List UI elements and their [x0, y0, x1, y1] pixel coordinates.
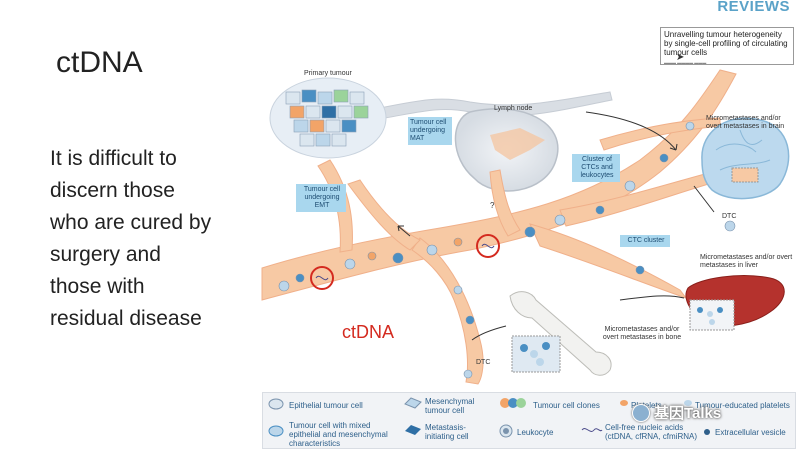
bone-metastasis-label: Micrometastases and/or overt metastases … [602, 326, 682, 341]
tumour-clones-icon [500, 398, 526, 408]
bullet-line: those with [50, 275, 145, 298]
legend-epithelial: Epithelial tumour cell [289, 401, 363, 410]
vesicle-icon [704, 429, 710, 435]
watermark: 基因Talks [632, 402, 721, 423]
legend-metastasis-initiating: Metastasis-initiating cell [425, 423, 469, 441]
epithelial-cell-icon [268, 398, 284, 410]
mat-label: Tumour cell undergoing MAT [410, 119, 447, 142]
legend-mixed: Tumour cell with mixed epithelial and me… [289, 421, 388, 448]
legend-mesenchymal: Mesenchymal tumour cell [425, 397, 475, 415]
brain-metastasis-label: Micrometastases and/or overt metastases … [706, 115, 785, 130]
callout-boxes [296, 117, 670, 247]
legend-leukocyte: Leukocyte [517, 428, 554, 437]
primary-tumour [269, 77, 387, 159]
ctdna-circle [310, 266, 334, 290]
primary-tumour-label: Primary tumour [304, 70, 353, 77]
bullet-line: It is difficult to [50, 147, 177, 170]
paper-title: Unravelling tumour heterogeneity by sing… [664, 30, 788, 57]
bullet-line: discern those [50, 179, 175, 202]
metastasis-initiating-icon [405, 425, 421, 435]
flow-arrows [397, 111, 715, 341]
ctc-cluster-label: CTC cluster [627, 237, 665, 244]
lymph-node-label: Lymph node [494, 105, 532, 112]
bullet-line: who are cured by [50, 211, 212, 234]
bone-organ [509, 291, 612, 376]
brain-organ [701, 117, 790, 200]
dtc-label: DTC [476, 359, 490, 366]
legend-clones: Tumour cell clones [533, 401, 600, 410]
paper-authors-scribble: ▬▬▬ ▬▬▬▬ ▬▬▬ [664, 60, 707, 65]
watermark-text: 基因Talks [654, 405, 722, 422]
bullet-line: residual disease [50, 307, 202, 330]
leukocyte-icon [499, 424, 513, 438]
legend-tumour-platelets: Tumour-educated platelets [695, 401, 790, 410]
mesenchymal-cell-icon [404, 397, 422, 409]
question-mark: ? [490, 201, 495, 210]
circulating-cells [278, 121, 736, 379]
liver-organ [685, 275, 785, 331]
legend-vesicle: Extracellular vesicle [715, 428, 786, 437]
wechat-logo-icon [632, 403, 650, 422]
emt-label: Tumour cell undergoing EMT [303, 186, 341, 209]
platelet-icon [620, 400, 628, 406]
paper-title-box: Unravelling tumour heterogeneity by sing… [660, 27, 794, 65]
bullet-text: It is difficult to discern those who are… [50, 143, 250, 335]
bullet-line: surgery and [50, 243, 161, 266]
ctdna-label: ctDNA [342, 322, 394, 342]
educated-platelet-icon [684, 400, 692, 406]
journal-label: REVIEWS [717, 0, 790, 15]
ctc-leuko-cluster-label: Cluster of CTCs and leukocytes [580, 156, 614, 179]
legend-nucleic: Cell-free nucleic acids (ctDNA, cfRNA, c… [605, 423, 697, 441]
dtc-label: DTC [722, 213, 736, 220]
lymphatic-vessel [379, 91, 613, 119]
ctdna-circle [476, 234, 500, 258]
slide-title: ctDNA [56, 46, 143, 79]
nucleic-acid-icon [581, 428, 603, 432]
mouse-cursor-icon: ➤ [676, 52, 685, 63]
liver-metastasis-label: Micrometastases and/or overt metastases … [700, 254, 793, 269]
blood-vessels [261, 69, 737, 385]
mixed-cell-icon [268, 425, 284, 437]
